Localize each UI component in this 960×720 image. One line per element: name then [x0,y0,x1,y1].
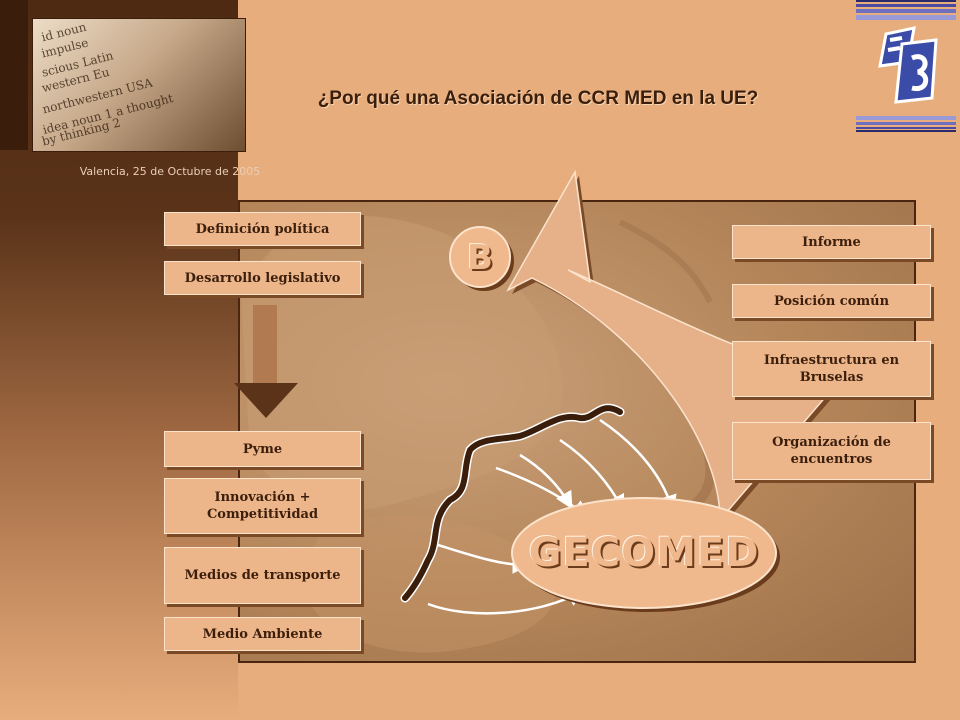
dictionary-photo: id noun impulse scious Latin western Eu … [32,18,246,152]
down-arrow-shaft [253,305,277,385]
date-caption: Valencia, 25 de Octubre de 2005 [79,165,261,178]
label-posicion-comun: Posición común [732,284,931,318]
label-innovacion-competitividad: Innovación + Competitividad [164,478,361,534]
coastline [402,405,623,601]
flow-arrow [519,453,573,510]
label-medio-ambiente: Medio Ambiente [164,617,361,651]
label-infraestructura-bruselas: Infraestructura en Bruselas [732,341,931,397]
logo-icon [856,0,956,132]
page-title: ¿Por qué una Asociación de CCR MED en la… [317,88,759,109]
b-label: B [467,238,493,278]
gecomed-ellipse [511,497,777,609]
label-pyme: Pyme [164,431,361,467]
b-circle [449,226,511,288]
left-strip [0,0,28,150]
flow-arrow [599,418,677,513]
label-informe: Informe [732,225,931,259]
label-organizacion-encuentros: Organización de encuentros [732,422,931,480]
label-definicion-politica: Definición política [164,212,361,246]
label-medios-transporte: Medios de transporte [164,547,361,604]
label-desarrollo-legislativo: Desarrollo legislativo [164,261,361,295]
gecomed-label: GECOMED [528,530,760,576]
down-arrow-head [234,383,298,418]
